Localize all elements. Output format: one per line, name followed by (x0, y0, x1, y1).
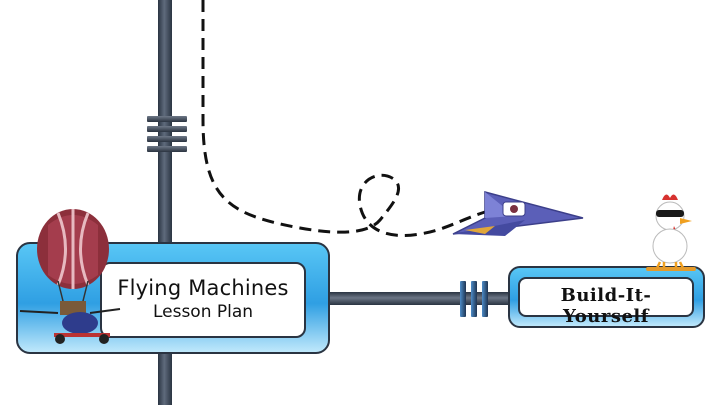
lesson-plan-button[interactable]: Flying Machines Lesson Plan (100, 262, 306, 338)
pipe-coupling (147, 146, 187, 152)
chicken-with-sunglasses-icon (646, 194, 696, 271)
paper-airplane-icon (452, 191, 584, 236)
build-it-yourself-label: Build-It-Yourself (560, 285, 652, 327)
pipe-coupling (147, 136, 187, 142)
build-it-yourself-button[interactable]: Build-It-Yourself (518, 277, 694, 327)
lesson-subtitle: Lesson Plan (152, 302, 254, 322)
pipe-coupling (482, 281, 488, 317)
pipe-coupling (147, 126, 187, 132)
lesson-title: Flying Machines (117, 276, 289, 300)
pipe-coupling (147, 116, 187, 122)
hot-air-balloon-icon (19, 209, 121, 344)
pipe-coupling (460, 281, 466, 317)
pipe-coupling (471, 281, 477, 317)
horizontal-pipe (320, 292, 520, 305)
